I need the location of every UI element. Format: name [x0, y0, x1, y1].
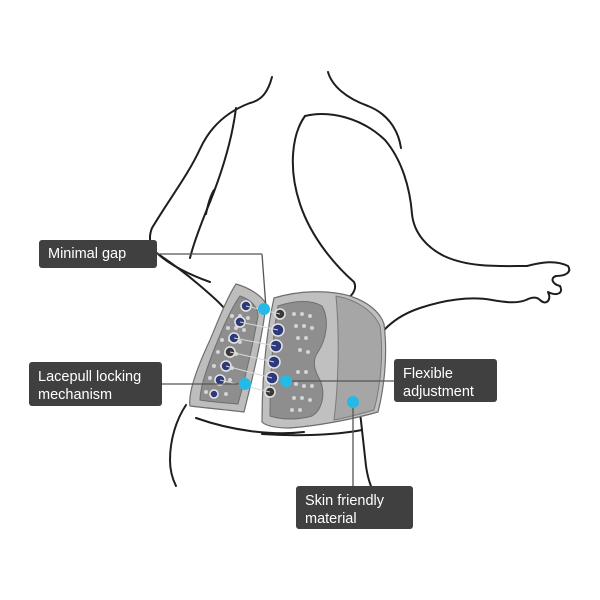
callout-skin-friendly: Skin friendly material [296, 486, 413, 529]
dot-skin [347, 396, 359, 408]
dot-flexible [280, 375, 292, 387]
callout-lacepull-line-1: Lacepull locking [38, 369, 142, 385]
callout-lacepull-line-2: mechanism [38, 387, 113, 403]
dot-lacepull [239, 378, 251, 390]
callout-skin-line-1: Skin friendly [305, 493, 384, 509]
callout-skin-line-2: material [305, 511, 357, 527]
highlight-dots [239, 303, 359, 408]
dot-minimal-gap [258, 303, 270, 315]
leader-lines [157, 253, 394, 486]
callout-flexible-line-1: Flexible [403, 366, 453, 382]
right-panel-mesh [290, 312, 314, 412]
torso-outline [149, 71, 571, 497]
callout-minimal-gap-text: Minimal gap [48, 246, 127, 262]
callout-flexible-adjustment: Flexible adjustment [394, 359, 497, 402]
callout-flexible-line-2: adjustment [403, 384, 474, 400]
callout-lacepull-locking: Lacepull locking mechanism [29, 362, 162, 406]
callout-minimal-gap: Minimal gap [39, 240, 157, 268]
left-lace-knobs [209, 300, 252, 399]
